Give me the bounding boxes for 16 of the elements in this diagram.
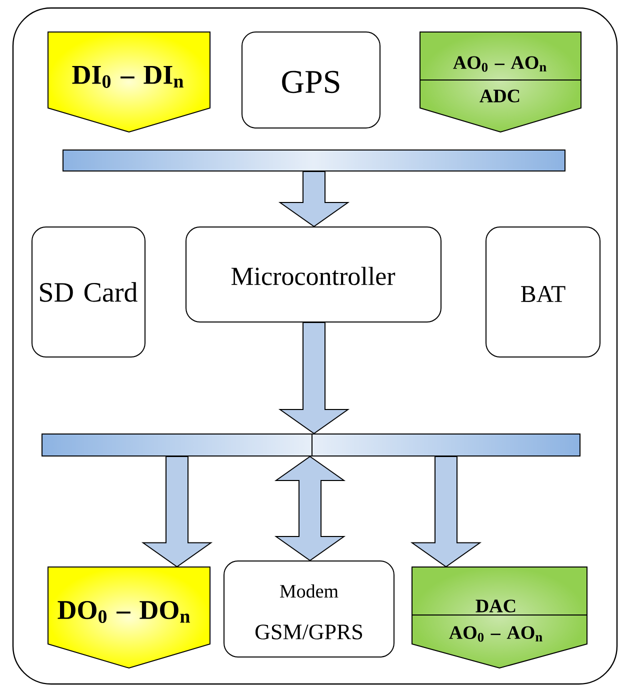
bus-bar	[42, 434, 580, 456]
module-box: GPS	[242, 32, 380, 128]
block-arrow	[410, 456, 482, 568]
block-arrow	[141, 456, 213, 568]
block-arrow	[278, 171, 350, 228]
processor-box: Microcontroller	[186, 226, 442, 322]
output-pentagon: DAC AO$_{0}$ – AO$_{n}$	[412, 566, 588, 669]
input-pentagon: DI$_{0}$ – DI$_{n}$	[48, 32, 210, 133]
module-box: Modem GSM/GPRS	[224, 560, 394, 658]
block-arrow	[278, 322, 350, 434]
bus-bar	[62, 150, 566, 172]
outer-frame	[12, 7, 618, 685]
module-box: BAT	[486, 226, 600, 358]
module-box: SD Card	[32, 226, 146, 358]
output-pentagon: DO$_{0}$ – DO$_{n}$	[48, 566, 210, 669]
input-pentagon: AO$_{0}$ – AO$_{n}$ ADC	[420, 32, 582, 133]
